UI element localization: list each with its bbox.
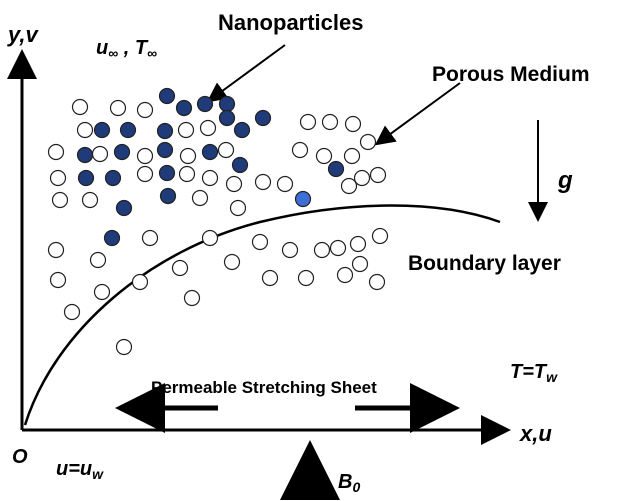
porous-medium-circle — [89, 251, 107, 269]
porous-medium-circle — [299, 113, 317, 131]
porous-medium-circle — [313, 241, 331, 259]
porous-medium-circle — [349, 235, 367, 253]
porous-medium-circle — [336, 266, 354, 284]
porous-medium-circle — [177, 121, 195, 139]
porous-medium-circle — [368, 273, 386, 291]
porous-medium-circle — [201, 229, 219, 247]
nanoparticle-dot — [158, 87, 176, 105]
nanoparticle-dot — [93, 121, 111, 139]
porous-medium-circle — [171, 259, 189, 277]
porous-medium-circle — [49, 169, 67, 187]
porous-medium-circle — [276, 175, 294, 193]
porous-medium-circle — [76, 121, 94, 139]
nanoparticle-dot — [104, 169, 122, 187]
porous-medium-circle — [359, 133, 377, 151]
nanoparticle-dot — [201, 143, 219, 161]
magnetic-field-label: B0 — [338, 471, 360, 495]
nanoparticle-dot — [115, 199, 133, 217]
porous-medium-circle — [225, 175, 243, 193]
origin-label: O — [12, 446, 28, 468]
porous-medium-circle — [183, 289, 201, 307]
porous-medium-circle — [136, 165, 154, 183]
porous-medium-circle — [229, 199, 247, 217]
porous-medium-circle — [223, 253, 241, 271]
porous-medium-circle — [191, 189, 209, 207]
porous-medium-circle — [199, 119, 217, 137]
stretching-sheet-label: Permeable Stretching Sheet — [151, 378, 377, 397]
porous-medium-label: Porous Medium — [432, 63, 590, 86]
porous-medium-circle — [291, 141, 309, 159]
nanoparticle-dot — [77, 169, 95, 187]
porous-medium-circle — [179, 147, 197, 165]
nanoparticle-highlight-dot — [294, 190, 312, 208]
nanoparticle-dot — [218, 109, 236, 127]
porous-medium-circle — [351, 255, 369, 273]
porous-medium-circle — [344, 115, 362, 133]
porous-medium-circle — [254, 173, 272, 191]
nanoparticle-dot — [196, 95, 214, 113]
porous-medium-circle — [315, 147, 333, 165]
gravity-label: g — [557, 167, 573, 194]
porous-medium-circle — [93, 283, 111, 301]
porous-medium-circle — [91, 145, 109, 163]
porous-medium-circle — [49, 271, 67, 289]
porous-medium-circle — [321, 113, 339, 131]
nanoparticle-dot — [175, 99, 193, 117]
nanoparticle-dot — [327, 160, 345, 178]
porous-medium-circle — [63, 303, 81, 321]
particles-group — [47, 87, 389, 356]
porous-medium-circle — [297, 269, 315, 287]
porous-medium-pointer-arrow — [374, 82, 461, 146]
porous-medium-circle — [343, 147, 361, 165]
porous-medium-circle — [136, 147, 154, 165]
porous-medium-circle — [251, 233, 269, 251]
boundary-layer-label: Boundary layer — [408, 252, 561, 275]
porous-medium-circle — [109, 99, 127, 117]
porous-medium-circle — [136, 101, 154, 119]
free-stream-label: u∞ , T∞ — [96, 37, 157, 61]
porous-medium-circle — [131, 273, 149, 291]
porous-medium-circle — [47, 143, 65, 161]
porous-medium-circle — [261, 269, 279, 287]
nanoparticle-dot — [159, 187, 177, 205]
porous-medium-circle — [340, 177, 358, 195]
wall-velocity-label: u=uw — [56, 458, 104, 482]
boundary-layer-curve — [23, 204, 501, 426]
nanoparticle-dot — [233, 121, 251, 139]
nanoparticle-dot — [231, 156, 249, 174]
porous-medium-circle — [51, 191, 69, 209]
porous-medium-circle — [217, 141, 235, 159]
nanoparticle-dot — [103, 229, 121, 247]
porous-medium-circle — [201, 169, 219, 187]
porous-medium-circle — [47, 241, 65, 259]
porous-medium-circle — [81, 191, 99, 209]
nanoparticle-dot — [156, 122, 174, 140]
porous-medium-circle — [71, 98, 89, 116]
nanoparticle-dot — [218, 95, 236, 113]
nanoparticle-dot — [158, 164, 176, 182]
nanoparticles-pointer-arrow — [206, 44, 286, 103]
porous-medium-circle — [115, 338, 133, 356]
porous-medium-circle — [369, 166, 387, 184]
wall-temperature-label: T=Tw — [510, 361, 558, 385]
porous-medium-circle — [329, 239, 347, 257]
nanoparticle-dot — [254, 109, 272, 127]
x-axis-label: x,u — [519, 421, 552, 446]
porous-medium-circle — [178, 165, 196, 183]
y-axis-label: y,v — [7, 22, 40, 47]
nanoparticle-dot — [156, 141, 174, 159]
nanoparticle-dot — [119, 121, 137, 139]
porous-medium-circle — [281, 241, 299, 259]
nanoparticle-dot — [113, 143, 131, 161]
porous-medium-circle — [353, 169, 371, 187]
porous-medium-circle — [371, 227, 389, 245]
porous-medium-circle — [141, 229, 159, 247]
nanoparticle-dot — [76, 146, 94, 164]
nanoparticles-label: Nanoparticles — [218, 10, 364, 35]
